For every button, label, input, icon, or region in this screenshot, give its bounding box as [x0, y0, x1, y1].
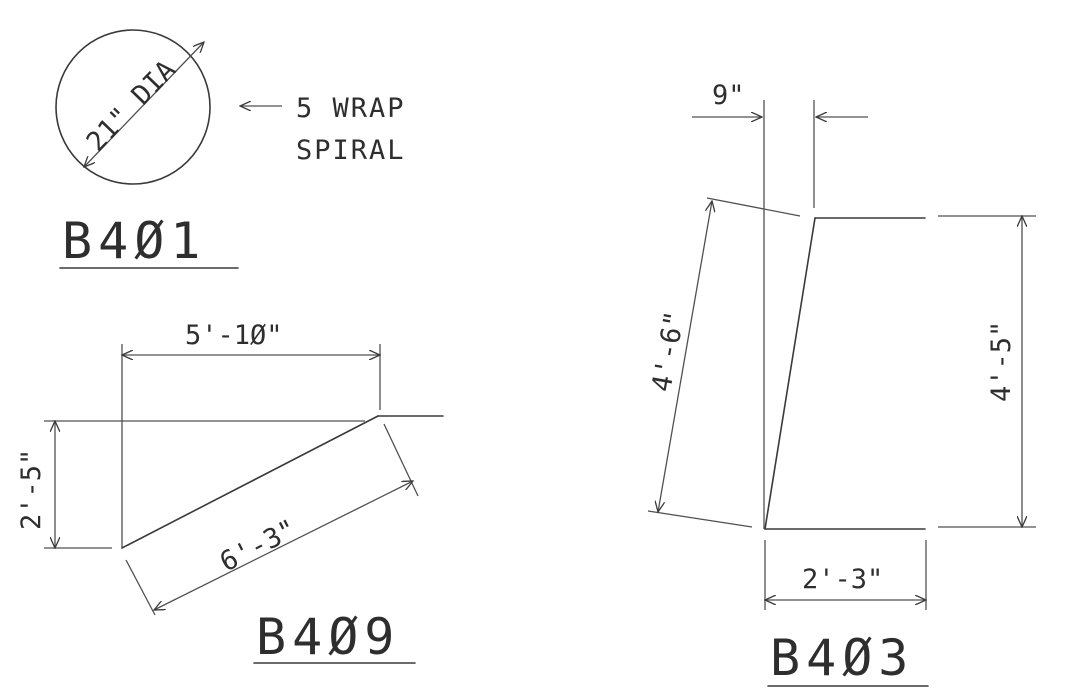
b403-left-leg-label: 4'-6": [646, 309, 691, 394]
b403-bar-left-leg: [764, 217, 816, 530]
b403-extension-lower-slant: [647, 510, 753, 528]
b403-group: 9" 4'-6" 4'-5" 2'-3" B4Ø3: [646, 80, 1036, 687]
b403-left-leg-dimension-line: [658, 201, 712, 512]
b401-group: 21" DIA 5 WRAP SPIRAL B4Ø1: [55, 29, 406, 270]
b409-mark-label: B4Ø9: [256, 608, 400, 666]
b409-extension-diag-upper: [383, 423, 419, 497]
b409-height-label: 2'-5": [16, 449, 47, 530]
b409-group: 5'-1Ø" 2'-5" 6'-3" B4Ø9: [16, 320, 444, 666]
b403-extension-upper-slant: [706, 197, 801, 217]
diameter-label: 21" DIA: [81, 54, 182, 157]
spiral-note-line1: 5 WRAP: [296, 93, 406, 124]
b409-diagonal-dimension-line: [154, 481, 413, 610]
b409-diagonal-label: 6'-3": [215, 514, 301, 579]
b403-right-height-label: 4'-5": [986, 321, 1017, 402]
spiral-circle: [55, 29, 211, 185]
b409-bar-bottom-segment: [121, 415, 379, 549]
b409-extension-diag-lower: [125, 559, 156, 616]
b403-offset-label: 9": [712, 80, 745, 111]
diameter-dimension-line: [84, 42, 204, 167]
b401-mark-label: B4Ø1: [62, 212, 206, 270]
spiral-note-line2: SPIRAL: [296, 135, 406, 166]
b409-top-length-label: 5'-1Ø": [185, 320, 283, 351]
b403-bottom-width-label: 2'-3": [802, 564, 883, 595]
b403-mark-label: B4Ø3: [770, 629, 914, 687]
